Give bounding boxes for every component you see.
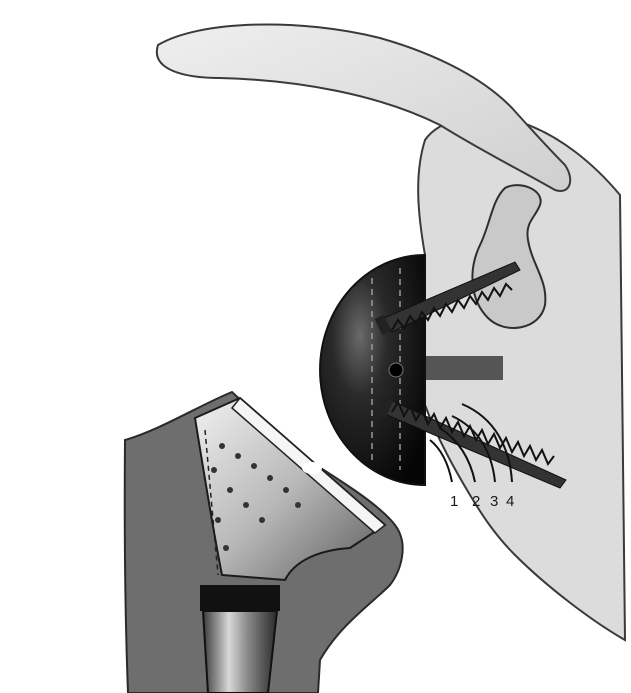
glenosphere (300, 255, 425, 485)
humeral-stem-collar (200, 585, 280, 611)
position-label-1: 1 (450, 493, 458, 510)
humeral-cup-white-gap (302, 462, 322, 474)
position-label-3: 3 (490, 493, 498, 510)
baseplate-peg (426, 356, 503, 380)
glenosphere-center-hole (389, 363, 403, 377)
humeral-stem-shaft (203, 611, 277, 693)
position-label-4: 4 (506, 493, 514, 510)
position-label-2: 2 (472, 493, 480, 510)
